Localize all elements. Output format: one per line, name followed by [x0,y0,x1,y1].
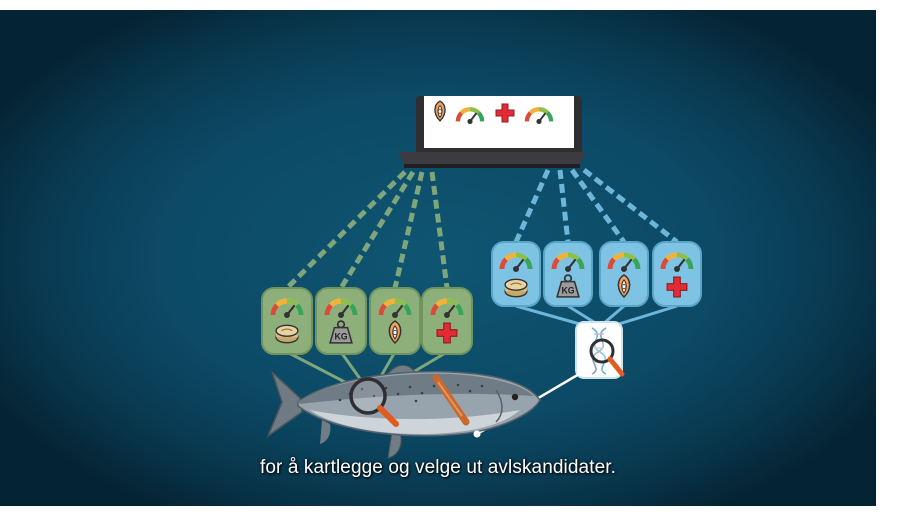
phenotype-card [421,287,473,355]
fish-cross-section-icon [504,278,528,298]
video-subtitle: for å kartlegge og velge ut avlskandidat… [259,457,617,478]
laptop-screen [424,96,574,148]
genotype-card [491,241,541,307]
phenotype-connectors [285,170,450,290]
tail-fin [266,371,303,439]
genotype-cards [491,241,702,307]
genotype-card [599,241,649,307]
breeding-illustration: KG [261,96,702,459]
salmon-fish [266,365,541,459]
magnifier-icon [349,377,399,427]
video-frame[interactable]: KG [0,10,876,506]
magnifier-icon [589,338,625,377]
probe-stick [432,374,470,426]
genotype-card [543,241,593,307]
phenotype-cards [261,287,473,355]
phenotype-card [369,287,421,355]
genotype-card [652,241,702,307]
phenotype-card [315,287,367,355]
phenotype-card [261,287,313,355]
genotype-connectors [513,168,679,244]
sample-point [473,430,481,438]
dna-card [575,321,625,379]
laptop [398,96,586,168]
fish-cross-section-icon [275,324,299,344]
